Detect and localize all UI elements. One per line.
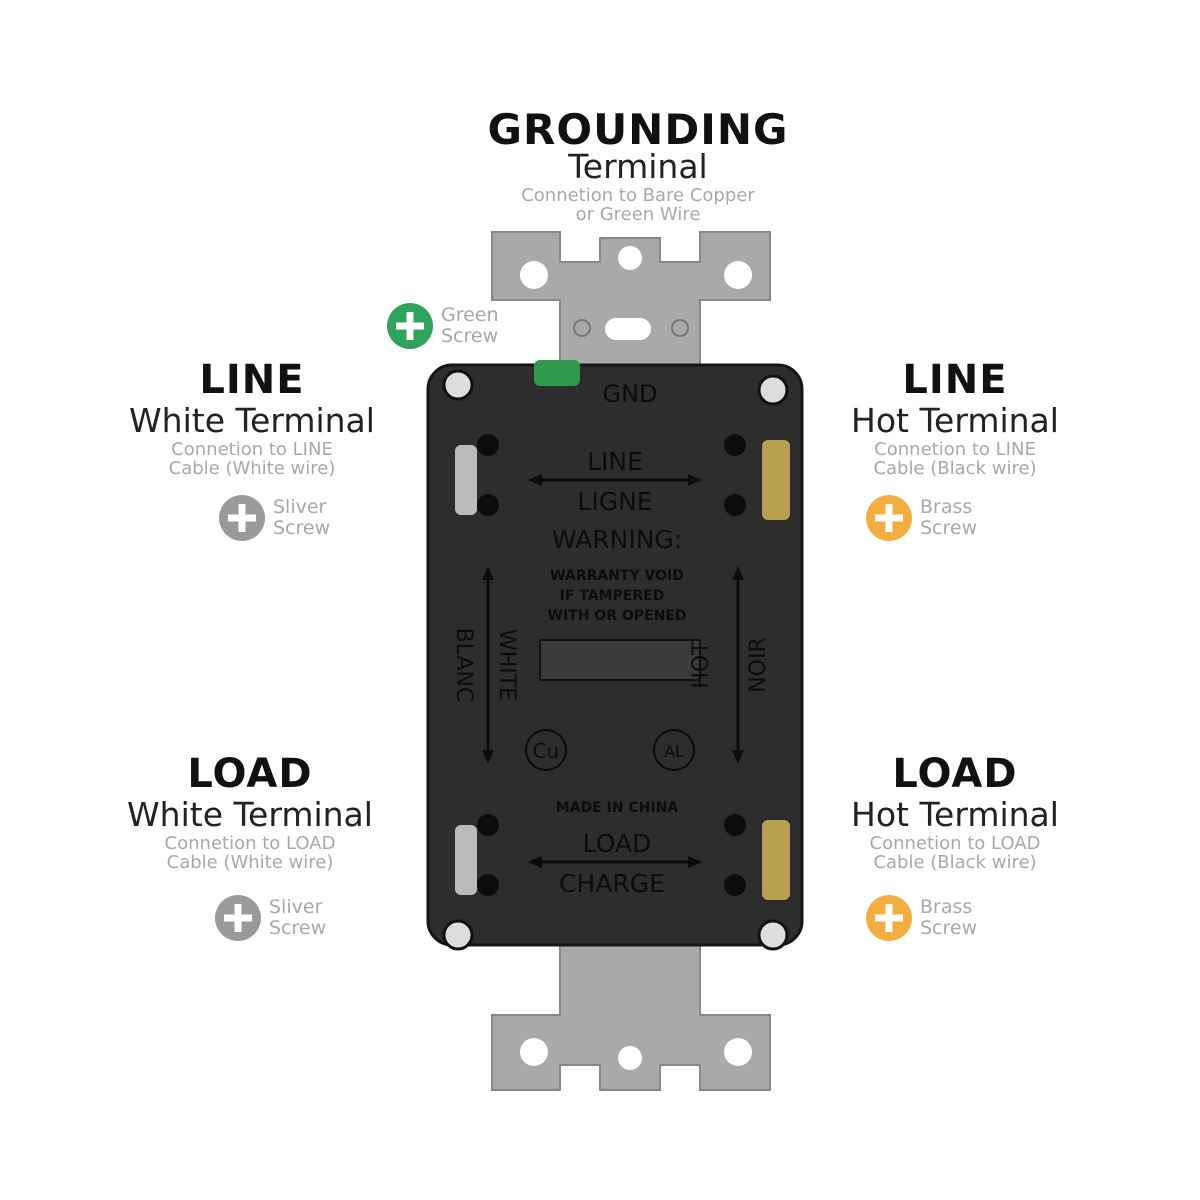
load-hot-terminal-label: LOAD Hot Terminal Connetion to LOAD Cabl…: [851, 752, 1059, 872]
green-screw-icon: [387, 303, 433, 349]
load-white-desc-2: Cable (White wire): [166, 852, 334, 873]
noir-marking: NOIR: [746, 637, 771, 693]
gnd-marking: GND: [602, 380, 657, 408]
grounding-title: GROUNDING: [487, 105, 789, 154]
line-hot-desc-2: Cable (Black wire): [873, 458, 1037, 479]
warning-line-1: WARRANTY VOID: [550, 568, 684, 584]
load-white-desc-1: Connetion to LOAD: [164, 833, 336, 854]
blanc-marking: BLANC: [451, 628, 476, 703]
ligne-marking: LIGNE: [577, 487, 652, 516]
line-white-desc-1: Connetion to LINE: [171, 439, 333, 460]
line-marking: LINE: [587, 447, 643, 476]
line-hot-title: LINE: [902, 357, 1008, 403]
mounting-strap-bottom: [491, 934, 771, 1091]
warning-line-2: IF TAMPERED: [560, 588, 665, 604]
load-hot-desc-1: Connetion to LOAD: [869, 833, 1041, 854]
load-white-title: LOAD: [187, 751, 313, 797]
line-white-terminal-label: LINE White Terminal Connetion to LINE Ca…: [129, 358, 375, 478]
load-hot-title: LOAD: [892, 751, 1018, 797]
line-white-subtitle: White Terminal: [129, 401, 375, 440]
white-marking: WHITE: [494, 629, 519, 701]
mounting-strap-top: [491, 231, 771, 376]
al-marking: AL: [664, 742, 684, 761]
line-hot-subtitle: Hot Terminal: [851, 401, 1059, 440]
brass-screw-icon: [866, 895, 912, 941]
line-hot-terminal-label: LINE Hot Terminal Connetion to LINE Cabl…: [851, 358, 1059, 478]
line-white-title: LINE: [199, 357, 305, 403]
load-hot-subtitle: Hot Terminal: [851, 795, 1059, 834]
grounding-desc-1: Connetion to Bare Copper: [521, 185, 755, 206]
silver-screw-icon: [215, 895, 261, 941]
charge-marking: CHARGE: [559, 869, 665, 898]
load-white-subtitle: White Terminal: [127, 795, 373, 834]
made-in-marking: MADE IN CHINA: [556, 800, 679, 816]
grounding-desc-2: or Green Wire: [575, 204, 701, 225]
grounding-terminal-label: GROUNDING Terminal Connetion to Bare Cop…: [487, 105, 789, 225]
load-marking: LOAD: [583, 829, 652, 858]
line-hot-desc-1: Connetion to LINE: [874, 439, 1036, 460]
load-white-terminal-label: LOAD White Terminal Connetion to LOAD Ca…: [127, 752, 373, 872]
warning-marking: WARNING:: [552, 525, 682, 554]
load-hot-desc-2: Cable (Black wire): [873, 852, 1037, 873]
hot-marking: HOT: [689, 641, 714, 689]
line-white-desc-2: Cable (White wire): [168, 458, 336, 479]
brass-screw-icon: [866, 495, 912, 541]
cu-marking: Cu: [533, 739, 560, 763]
warning-line-3: WITH OR OPENED: [548, 608, 687, 624]
grounding-subtitle: Terminal: [568, 147, 708, 186]
silver-screw-icon: [219, 495, 265, 541]
